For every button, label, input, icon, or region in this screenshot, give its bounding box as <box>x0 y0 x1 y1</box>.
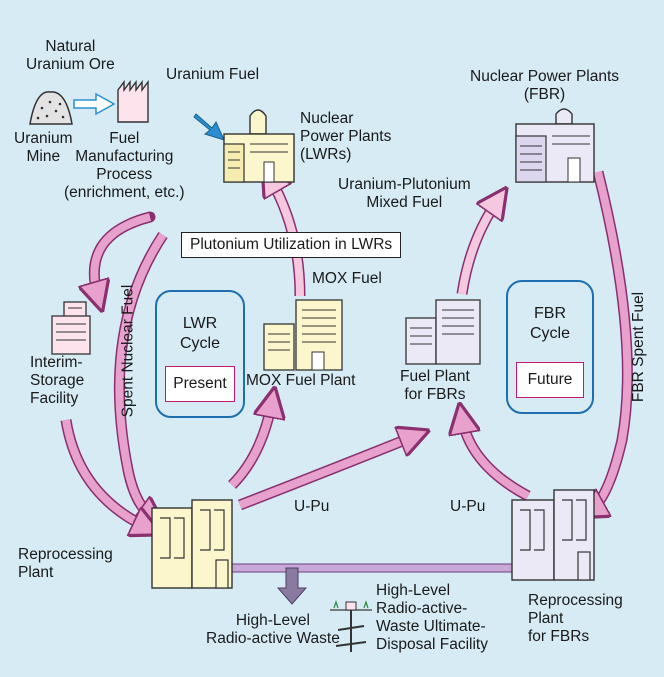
arrow-reprocessing-to-fbr-fuel-plant <box>238 436 415 511</box>
mox-fuel-plant-icon <box>263 299 343 371</box>
arrow-fbrfuel-to-fbr-npp <box>456 200 498 295</box>
fbr-fuel-plant-icon <box>405 299 481 365</box>
arrow-fbr-reprocessing-to-fuel-plant <box>462 418 531 501</box>
label-npp-fbr: Nuclear Power Plants(FBR) <box>470 68 620 103</box>
fbr-status-badge: Future <box>516 362 584 398</box>
label-u-pu-right: U-Pu <box>450 498 486 515</box>
arrow-waste-down <box>276 567 308 605</box>
plutonium-utilization-banner: Plutonium Utilization in LWRs <box>181 232 402 258</box>
fuel-factory-icon <box>117 80 149 123</box>
arrow-fuel-to-lwr <box>193 113 225 141</box>
fbr-power-plant-icon <box>515 108 595 183</box>
lwr-power-plant-icon <box>223 109 295 183</box>
hlw-disposal-facility-icon <box>330 600 372 652</box>
waste-pipe <box>231 563 515 573</box>
fbr-reprocessing-plant-icon <box>511 489 595 581</box>
label-fbr-spent-fuel: FBR Spent Fuel <box>630 291 648 403</box>
arrow-mine-to-fuel <box>73 92 116 116</box>
label-mox-fuel: MOX Fuel <box>312 270 382 287</box>
arrow-lwr-to-reprocessing <box>113 231 163 518</box>
reprocessing-plant-icon <box>151 499 233 589</box>
arrow-fbr-spent-fuel <box>590 170 633 510</box>
lwr-status-badge: Present <box>165 366 235 402</box>
label-u-pu-left: U-Pu <box>294 498 330 515</box>
label-mox-fuel-plant: MOX Fuel Plant <box>246 372 356 389</box>
interim-storage-icon <box>51 301 91 355</box>
label-spent-nuclear-fuel: Spent Nuclear Fuel <box>119 284 137 418</box>
arrow-fuelmfg-to-interim <box>94 211 156 297</box>
label-uranium-fuel: Uranium Fuel <box>166 66 260 83</box>
arrow-interim-to-reprocessing <box>60 419 148 528</box>
uranium-mine-icon <box>29 91 73 125</box>
arrow-reprocessing-to-mox <box>228 402 272 489</box>
